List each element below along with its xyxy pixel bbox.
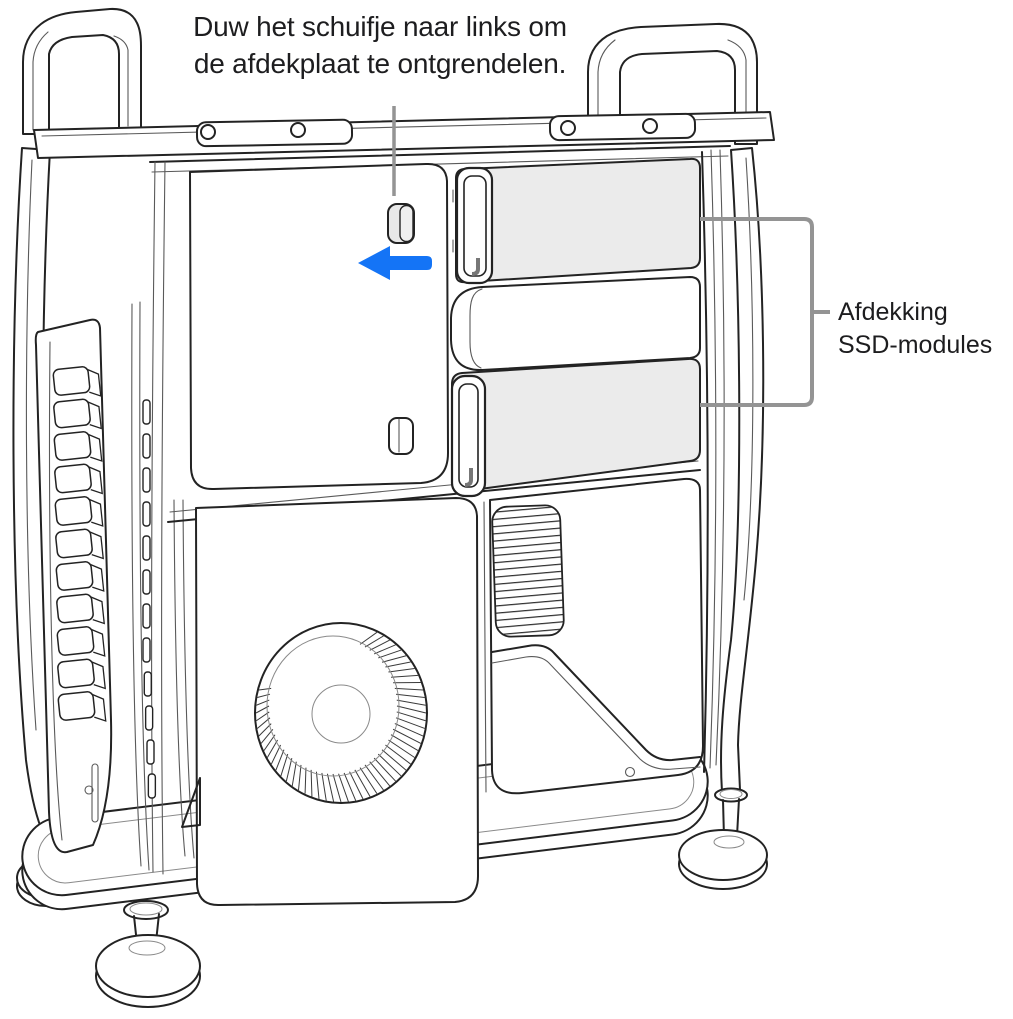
cage-screw bbox=[84, 785, 94, 795]
lower-right-panel bbox=[483, 477, 704, 795]
ssd-slot-handle-bottom[interactable] bbox=[450, 374, 487, 498]
top-handle-right bbox=[587, 22, 758, 145]
side-slot-strip bbox=[131, 301, 195, 871]
door-latch-lower bbox=[388, 417, 414, 455]
ssd-slot-handle-top[interactable] bbox=[452, 166, 494, 285]
slider-note-line2: de afdekplaat te ontgrendelen. bbox=[193, 48, 567, 79]
foot-front-right bbox=[678, 787, 768, 890]
card-slot-tabs bbox=[52, 366, 107, 722]
foot-front-left bbox=[95, 900, 201, 1008]
top-rail bbox=[33, 111, 775, 159]
frame-leg-right bbox=[720, 147, 765, 793]
ssd-modules-label: Afdekking SSD-modules bbox=[838, 296, 992, 362]
screw-hole bbox=[200, 124, 216, 140]
screw-hole bbox=[290, 122, 306, 138]
screw-hole bbox=[560, 120, 576, 136]
slider-note: Duw het schuifje naar links om de afdekp… bbox=[150, 8, 610, 82]
panel-screw bbox=[624, 766, 636, 778]
ssd-label-line2: SSD-modules bbox=[838, 331, 993, 359]
ssd-module-middle bbox=[450, 275, 701, 372]
inner-ridge bbox=[491, 644, 701, 762]
rail-mount-strip-left bbox=[195, 118, 354, 148]
cooling-fan bbox=[254, 622, 428, 804]
right-edge bbox=[701, 149, 725, 773]
side-slots bbox=[142, 399, 157, 799]
slider-note-line1: Duw het schuifje naar links om bbox=[193, 11, 567, 42]
unlock-arrow-icon bbox=[358, 246, 432, 280]
fan-hub bbox=[311, 684, 371, 744]
cage-slot bbox=[91, 763, 99, 823]
vent-grille bbox=[491, 504, 565, 638]
ssd-cover-bottom bbox=[451, 357, 701, 493]
body bbox=[34, 145, 731, 907]
fan-panel bbox=[181, 497, 479, 907]
top-handle-left bbox=[22, 7, 142, 135]
pcie-card-cage bbox=[34, 318, 113, 854]
ssd-bracket bbox=[700, 217, 830, 407]
door-slider-latch[interactable] bbox=[387, 203, 415, 244]
rail-mount-strip-right bbox=[548, 112, 697, 142]
screw-hole bbox=[642, 118, 658, 134]
ssd-stack bbox=[450, 157, 701, 498]
access-door-panel bbox=[189, 162, 449, 491]
ssd-label-line1: Afdekking bbox=[838, 298, 948, 326]
corner-fold bbox=[181, 777, 201, 828]
